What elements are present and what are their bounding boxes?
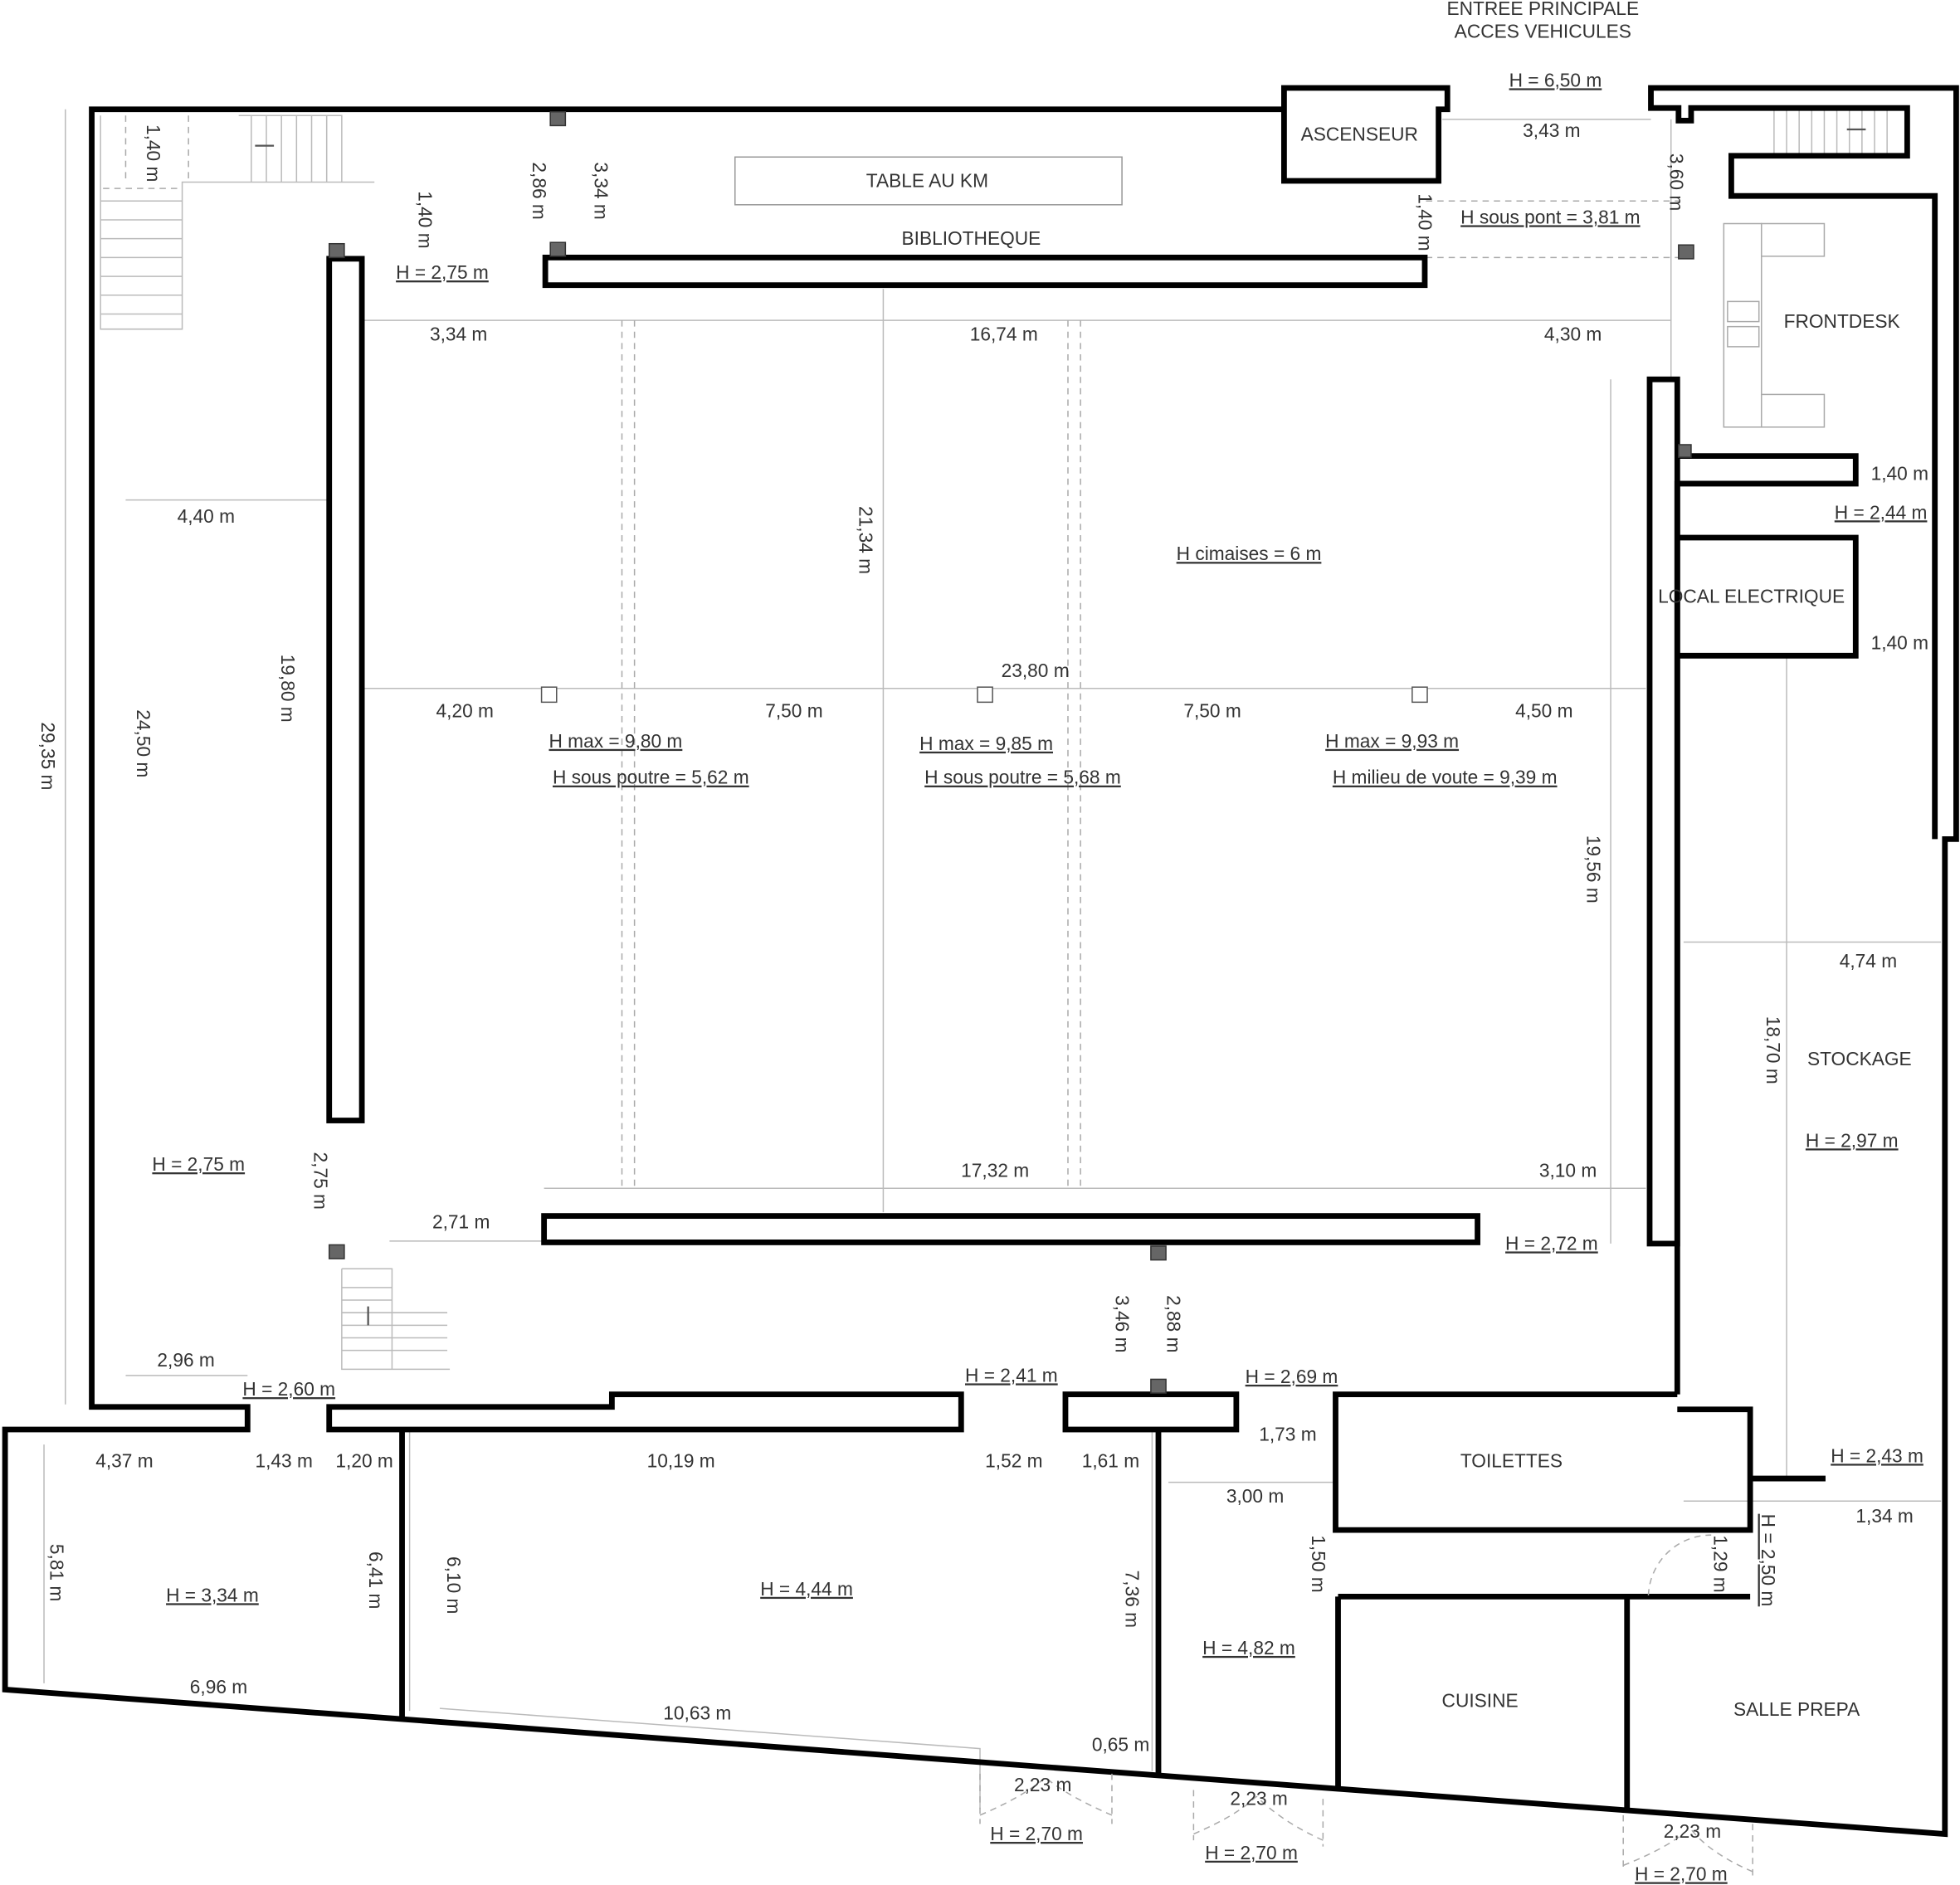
height-annotation: H = 3,34 m	[166, 1584, 259, 1605]
room-label: BIBLIOTHEQUE	[902, 227, 1041, 249]
room-label: ACCES VEHICULES	[1455, 20, 1631, 41]
dimension-label: 1,34 m	[1855, 1505, 1913, 1527]
dimension-label: 2,96 m	[157, 1349, 214, 1371]
height-annotation: H cimaises = 6 m	[1177, 543, 1322, 564]
dimension-label: 4,37 m	[95, 1449, 153, 1471]
room-label: CUISINE	[1442, 1690, 1519, 1712]
dimension-label: 2,86 m	[529, 162, 550, 219]
electrical-outlets	[540, 686, 1428, 704]
height-annotation: H max = 9,80 m	[549, 730, 682, 752]
dimension-label: 1,50 m	[1308, 1535, 1329, 1592]
dimension-label: 2,23 m	[1014, 1774, 1071, 1795]
dimension-label: 1,52 m	[985, 1449, 1042, 1471]
height-annotation: H = 4,44 m	[760, 1578, 853, 1600]
room-label: SALLE PREPA	[1733, 1698, 1860, 1720]
dimension-label: 1,40 m	[1871, 462, 1928, 484]
dimension-label: 1,20 m	[335, 1449, 392, 1471]
dimension-label: 6,96 m	[190, 1676, 247, 1697]
height-annotation: H = 2,41 m	[965, 1364, 1058, 1386]
height-annotation: H = 2,72 m	[1505, 1232, 1598, 1254]
height-annotation: H = 2,44 m	[1835, 501, 1928, 523]
dimension-label: 7,50 m	[765, 699, 822, 721]
stairs	[100, 110, 1888, 1371]
dimension-label: 2,71 m	[432, 1211, 490, 1233]
dimension-label: 23,80 m	[1002, 660, 1070, 681]
dimension-label: 3,43 m	[1523, 119, 1580, 141]
dimension-label: 3,46 m	[1112, 1295, 1134, 1352]
height-annotation: H = 2,69 m	[1246, 1366, 1338, 1387]
dimension-label: 1,40 m	[1414, 193, 1436, 251]
dimension-label: 17,32 m	[961, 1160, 1029, 1181]
room-label: TABLE AU KM	[866, 170, 988, 192]
dimension-label: 3,34 m	[590, 162, 612, 219]
height-annotation: H max = 9,93 m	[1325, 730, 1459, 752]
walls	[2, 85, 1959, 1838]
height-annotation: H sous poutre = 5,62 m	[553, 767, 749, 788]
dimension-label: 4,40 m	[178, 505, 235, 527]
room-label: TOILETTES	[1460, 1449, 1563, 1471]
table-au-km	[734, 156, 1123, 206]
height-annotation: H sous pont = 3,81 m	[1460, 206, 1640, 227]
height-annotation: H = 2,60 m	[242, 1378, 335, 1400]
dimension-label: 21,34 m	[856, 506, 877, 574]
dimension-label: 3,34 m	[430, 323, 487, 344]
dimension-label: 5,81 m	[46, 1544, 68, 1601]
room-label: FRONTDESK	[1784, 310, 1900, 332]
dimension-label: 4,20 m	[436, 699, 494, 721]
dimension-label: 4,30 m	[1544, 323, 1602, 344]
dimension-label: 19,80 m	[277, 655, 299, 723]
room-label: STOCKAGE	[1807, 1048, 1912, 1069]
dimension-label: 6,10 m	[443, 1556, 465, 1614]
height-annotation: H = 2,70 m	[1635, 1863, 1728, 1884]
dimension-label: 7,50 m	[1183, 699, 1241, 721]
height-annotation: H = 2,70 m	[1205, 1842, 1298, 1863]
dimension-label: 1,40 m	[143, 124, 164, 182]
dimension-label: 2,23 m	[1664, 1820, 1721, 1842]
dimension-label: 1,29 m	[1709, 1535, 1731, 1592]
height-annotation: H = 2,97 m	[1806, 1129, 1899, 1151]
room-label: ASCENSEUR	[1301, 124, 1418, 145]
dimension-label: 4,50 m	[1515, 699, 1572, 721]
dimension-label: 19,56 m	[1582, 835, 1604, 904]
height-annotation: H = 2,43 m	[1831, 1444, 1923, 1466]
dimension-lines	[43, 109, 1942, 1810]
height-annotation: H max = 9,85 m	[919, 733, 1053, 754]
height-annotation: H = 4,82 m	[1202, 1637, 1295, 1659]
height-annotation: H = 2,75 m	[396, 261, 489, 283]
frontdesk-furniture	[1723, 222, 1826, 428]
height-annotation: H = 6,50 m	[1509, 69, 1602, 90]
dimension-label: 3,60 m	[1665, 153, 1687, 211]
room-label: ENTREE PRINCIPALE	[1446, 0, 1639, 19]
dimension-label: 18,70 m	[1763, 1016, 1784, 1084]
pillars	[328, 110, 1694, 1394]
height-annotation: H = 2,50 m	[1758, 1514, 1779, 1607]
height-annotation: H sous poutre = 5,68 m	[924, 767, 1121, 788]
height-annotation: H = 2,75 m	[152, 1153, 245, 1175]
dimension-label: 1,40 m	[414, 191, 436, 248]
dimension-label: 3,10 m	[1539, 1160, 1597, 1181]
dimension-label: 7,36 m	[1122, 1571, 1143, 1628]
dimension-label: 16,74 m	[970, 323, 1038, 344]
dimension-label: 2,75 m	[310, 1152, 332, 1210]
dimension-label: 2,23 m	[1230, 1788, 1287, 1810]
height-annotation: H = 2,70 m	[990, 1823, 1083, 1844]
doors	[979, 1773, 1753, 1878]
dimension-label: 1,40 m	[1871, 632, 1928, 654]
dimension-label: 0,65 m	[1092, 1734, 1149, 1756]
dimension-label: 6,41 m	[365, 1551, 387, 1609]
room-label: LOCAL ELECTRIQUE	[1658, 586, 1845, 607]
dimension-label: 24,50 m	[133, 709, 154, 777]
dimension-label: 29,35 m	[37, 722, 59, 790]
height-annotation: H milieu de voute = 9,39 m	[1333, 767, 1558, 788]
dimension-label: 1,43 m	[255, 1449, 312, 1471]
dimension-label: 10,63 m	[663, 1702, 731, 1724]
dimension-label: 1,61 m	[1082, 1449, 1139, 1471]
dimension-label: 2,88 m	[1163, 1295, 1185, 1352]
dimension-label: 4,74 m	[1840, 950, 1897, 972]
dimension-label: 1,73 m	[1259, 1424, 1316, 1445]
dimension-label: 10,19 m	[647, 1449, 715, 1471]
dimension-label: 3,00 m	[1226, 1485, 1284, 1507]
